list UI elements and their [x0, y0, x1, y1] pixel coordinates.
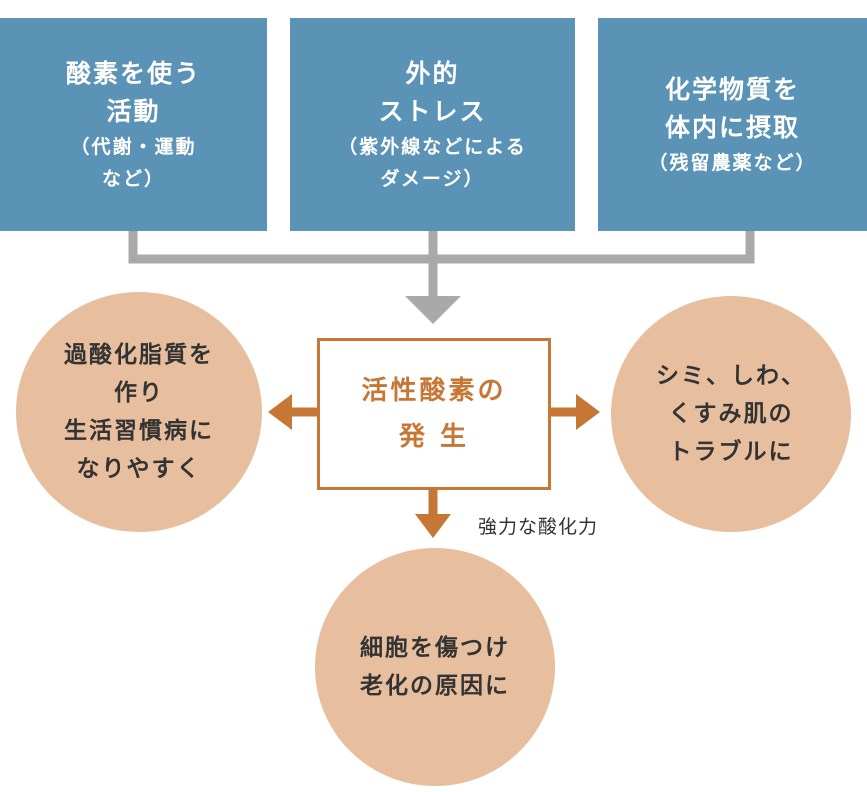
- right-arrow-head: [576, 394, 600, 430]
- source-sub-line: （残留農薬など）: [648, 151, 817, 174]
- down-arrow-gray: [405, 296, 461, 324]
- source-title-line: 体内に摂取: [664, 112, 800, 142]
- left-arrow-head: [268, 394, 292, 430]
- effect-circle-skin-trouble: シミ、しわ、 くすみ肌の トラブルに: [611, 296, 851, 532]
- source-title-line: 活動: [106, 96, 161, 126]
- effect-line: 生活習慣病に: [64, 418, 214, 444]
- source-title-line: ストレス: [378, 96, 487, 126]
- effect-line: 過酸化脂質を: [64, 342, 214, 368]
- down-arrow-head: [415, 514, 451, 538]
- effect-line: シミ、しわ、: [656, 363, 806, 389]
- source-sub-line: ダメージ）: [380, 167, 485, 190]
- source-title-line: 外的: [405, 58, 460, 88]
- source-sub-line: など）: [101, 167, 165, 190]
- source-sub-line: （代謝・運動: [70, 135, 197, 158]
- source-title-line: 化学物質を: [664, 74, 800, 104]
- effect-circle-cell-aging: 細胞を傷つけ 老化の原因に: [315, 548, 555, 786]
- source-box-external-stress: 外的 ストレス （紫外線などによる ダメージ）: [290, 18, 575, 231]
- effect-line: トラブルに: [668, 439, 794, 465]
- center-line: 活性酸素の: [361, 376, 507, 406]
- effect-circle-lipid-peroxide: 過酸化脂質を 作り 生活習慣病に なりやすく: [16, 292, 262, 532]
- effect-line: 作り: [114, 380, 164, 406]
- source-sub-line: （紫外線などによる: [338, 135, 527, 158]
- effect-line: 細胞を傷つけ: [360, 635, 510, 661]
- merge-line: [128, 231, 755, 264]
- source-box-oxygen-activity: 酸素を使う 活動 （代謝・運動 など）: [0, 18, 267, 231]
- effect-line: 老化の原因に: [360, 673, 510, 699]
- source-box-chemicals: 化学物質を 体内に摂取 （残留農薬など）: [598, 18, 867, 231]
- effect-line: なりやすく: [76, 456, 202, 482]
- effect-line: くすみ肌の: [668, 401, 794, 427]
- center-box-active-oxygen: 活性酸素の 発 生: [317, 338, 551, 490]
- source-title-line: 酸素を使う: [65, 58, 201, 88]
- center-line: 発 生: [398, 422, 470, 452]
- arrow-note: 強力な酸化力: [478, 516, 599, 538]
